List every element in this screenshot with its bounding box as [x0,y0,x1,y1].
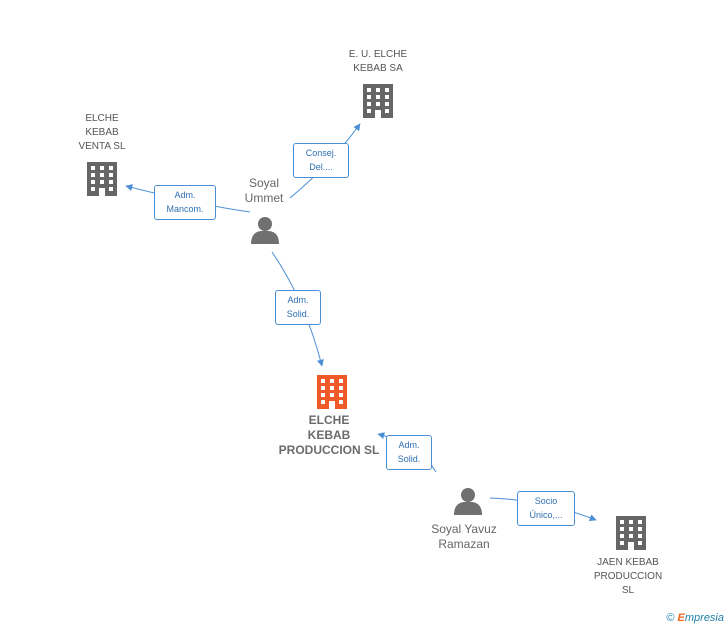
relation-consej-del[interactable]: Consej. Del.... [293,143,349,178]
company-label-elche-kebab-venta[interactable]: ELCHE KEBAB VENTA SL [78,113,126,152]
relation-adm-solid[interactable]: Adm. Solid. [275,290,321,325]
company-label-jaen-kebab-produccion[interactable]: JAEN KEBAB PRODUCCION SL [593,557,663,596]
building-icon[interactable] [363,84,393,118]
brand-e: E [677,612,685,624]
building-icon[interactable] [616,516,646,550]
building-icon[interactable] [317,375,347,409]
person-icon[interactable] [251,217,279,244]
building-icon[interactable] [87,162,117,196]
person-icon[interactable] [454,488,482,515]
relation-adm-solid[interactable]: Adm. Solid. [386,435,432,470]
relation-socio-unico[interactable]: Socio Único,... [517,491,575,526]
copyright-icon: © [666,612,675,624]
relation-adm-mancom[interactable]: Adm. Mancom. [154,185,216,220]
company-label-eu-elche-kebab[interactable]: E. U. ELCHE KEBAB SA [348,49,408,74]
company-label-elche-kebab-produccion[interactable]: ELCHE KEBAB PRODUCCION SL [278,413,380,457]
person-label-soyal-yavuz-ramazan[interactable]: Soyal Yavuz Ramazan [431,522,497,551]
person-label-soyal-ummet[interactable]: Soyal Ummet [244,176,284,205]
empresia-logo[interactable]: © Empresia [666,612,724,624]
brand-name: mpresia [684,612,724,624]
